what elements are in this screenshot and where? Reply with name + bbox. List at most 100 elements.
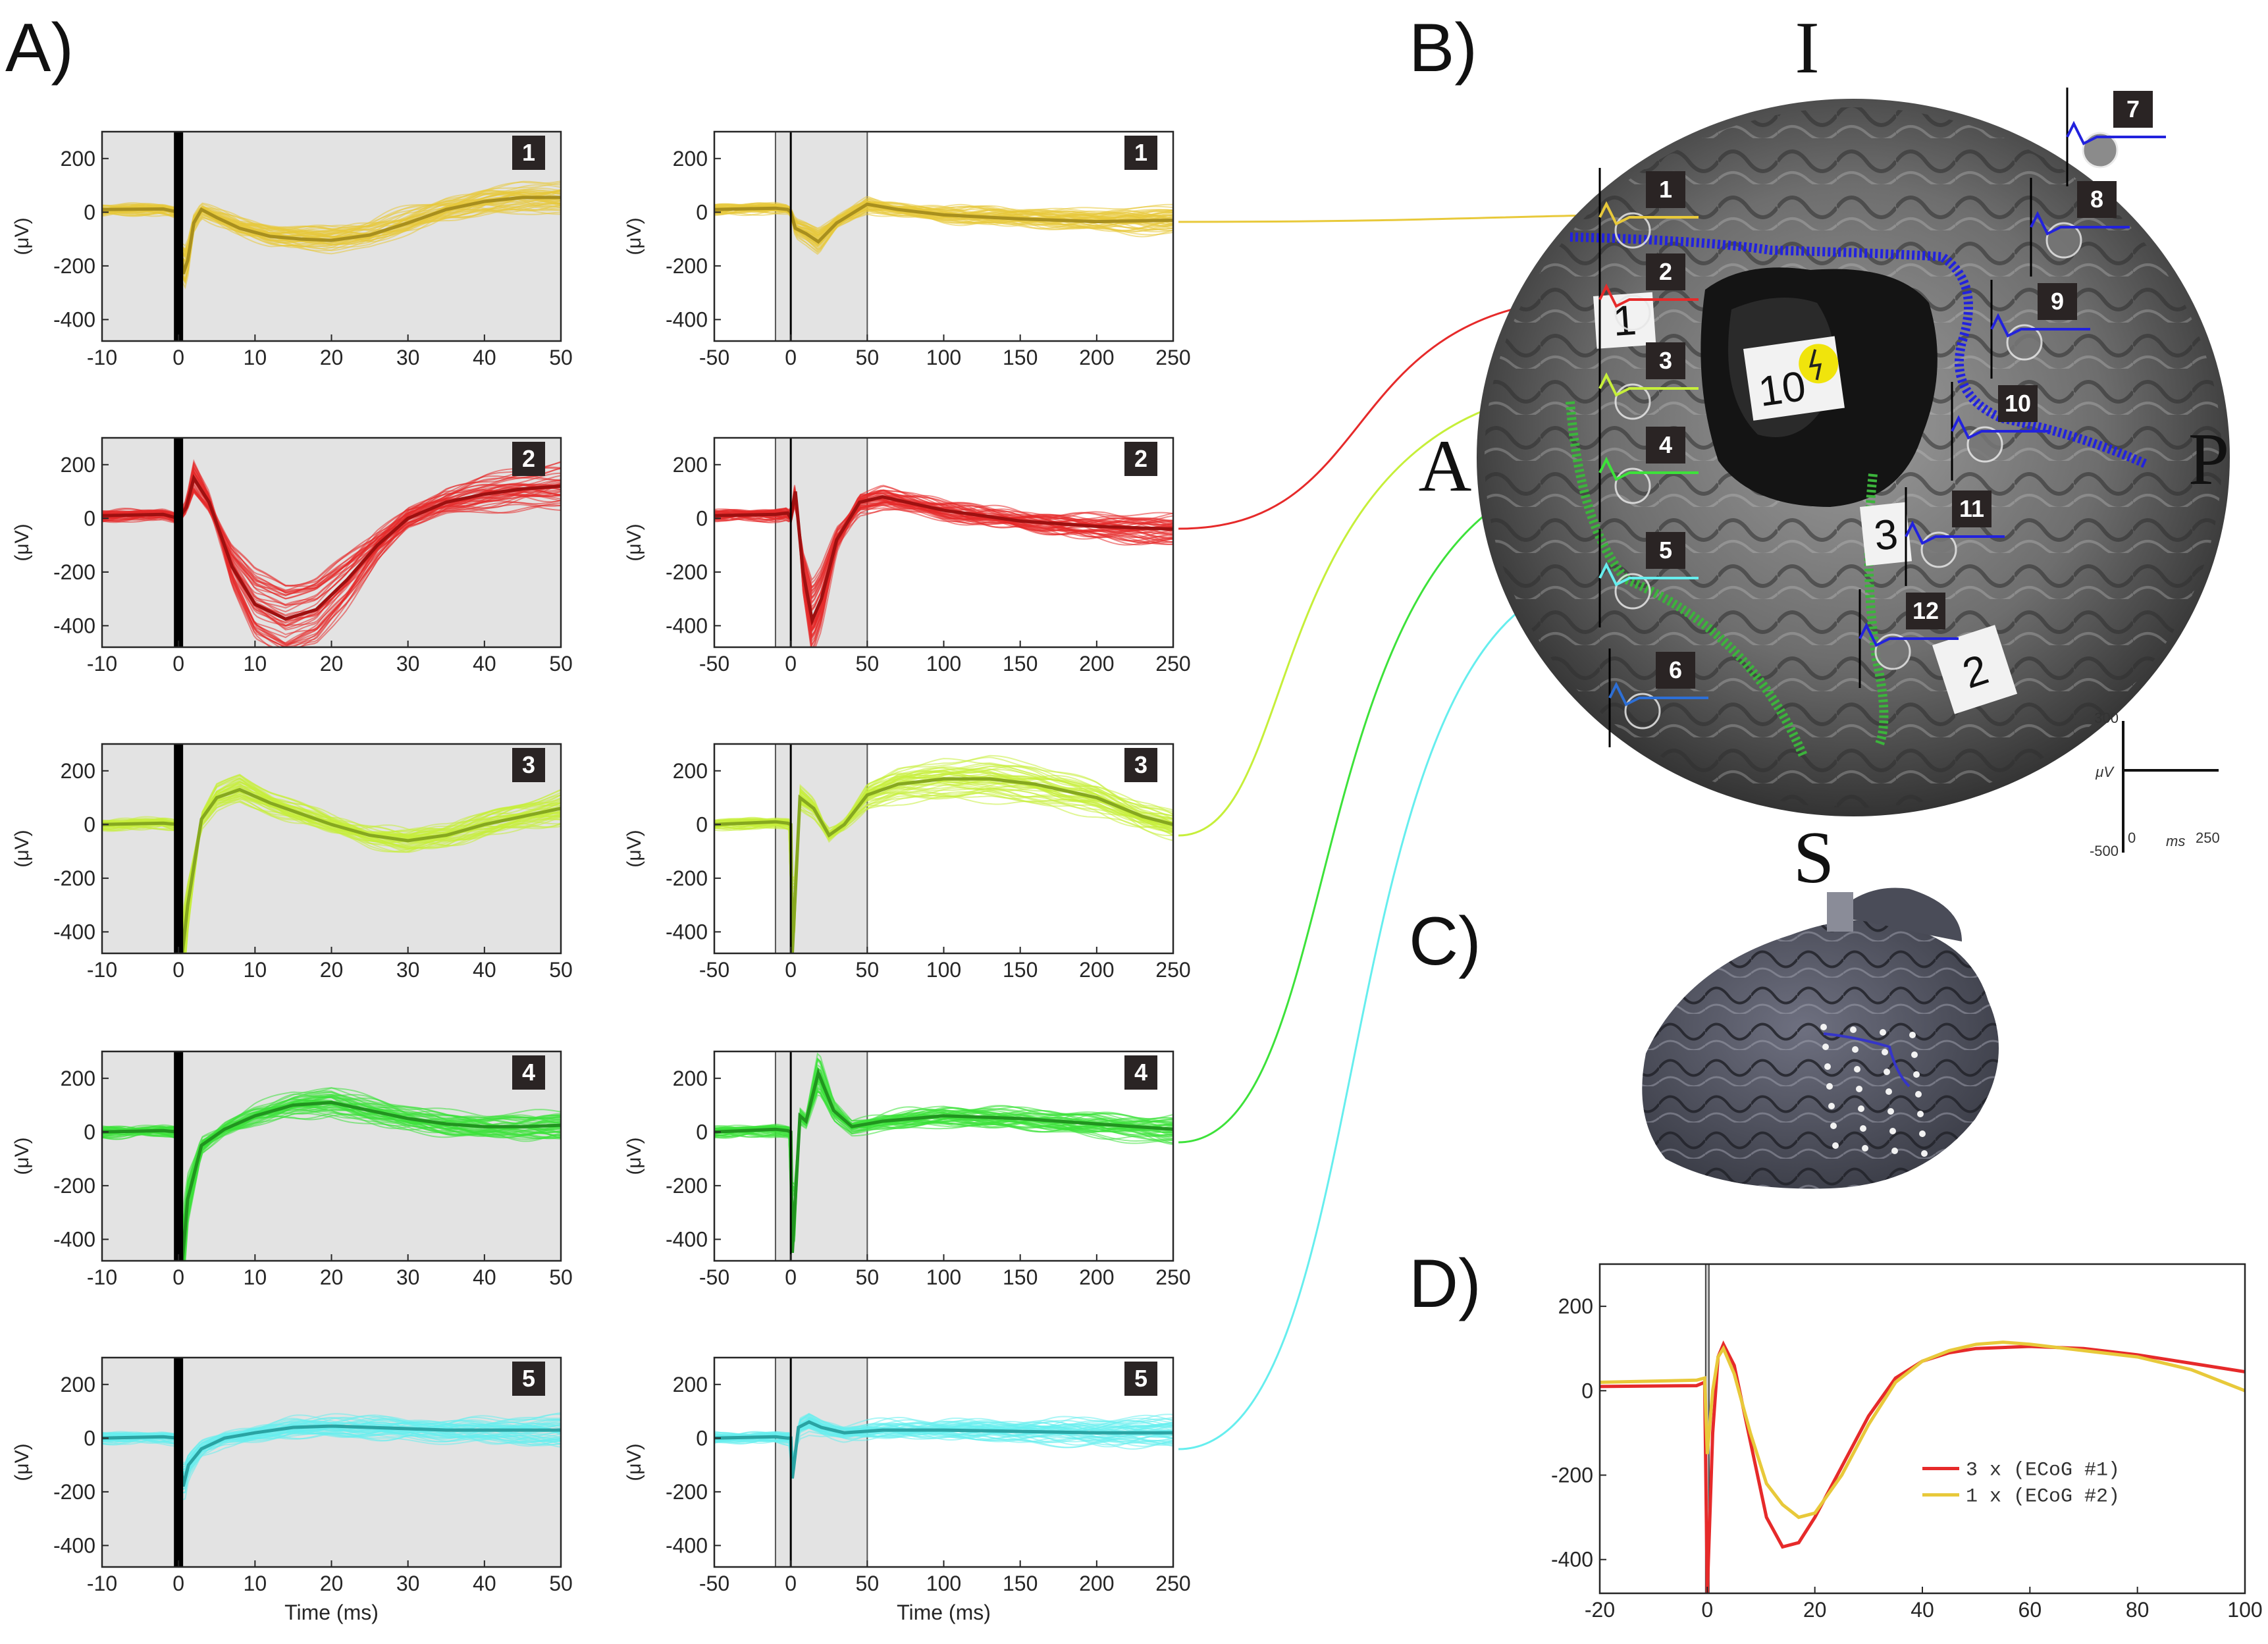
y-axis-label: (μV) <box>11 523 33 561</box>
electrode-badge-label: 11 <box>1959 495 1984 522</box>
channel-badge <box>512 1055 545 1090</box>
y-axis-label: (μV) <box>11 1137 33 1175</box>
analysis-window <box>101 1051 562 1261</box>
channel-badge-label: 3 <box>522 751 535 778</box>
panel-label-c: C) <box>1409 903 1481 980</box>
electrode-badge <box>1998 385 2038 422</box>
scale-top: 300 <box>2094 710 2119 726</box>
stim-electrode-number: 10 <box>1756 362 1809 415</box>
y-tick-label: -200 <box>666 1174 708 1198</box>
y-tick-label: 0 <box>84 200 95 224</box>
photo-electrode-3: 3 <box>1598 339 1699 438</box>
x-tick-label: -10 <box>87 1572 117 1595</box>
x-tick-label: 150 <box>1003 346 1038 369</box>
orientation-bottom: S <box>1793 817 1834 899</box>
y-tick-label: 0 <box>84 506 95 530</box>
x-tick-label: 10 <box>244 958 267 982</box>
mean-trace <box>714 202 1173 244</box>
x-tick-label: 250 <box>1155 1265 1190 1289</box>
y-tick-label: -400 <box>53 614 95 637</box>
ecog-grid-dots <box>1820 1024 1928 1157</box>
photo-electrode-1: 1 <box>1598 168 1699 267</box>
x-tick-label: 250 <box>1155 1572 1190 1595</box>
electrode-badge-label: 12 <box>1912 597 1939 624</box>
x-tick-label: 0 <box>785 652 797 676</box>
x-tick-label: 100 <box>926 1265 961 1289</box>
x-tick-label: -50 <box>699 652 729 676</box>
electrode-trace <box>1951 415 2051 440</box>
y-tick-label: -400 <box>666 307 708 331</box>
scale-unit-t: ms <box>2166 833 2185 849</box>
x-axis-label: Time (ms) <box>897 1601 991 1624</box>
y-tick-label: -400 <box>1551 1548 1593 1572</box>
channel-badge <box>1124 748 1157 782</box>
grid-dot <box>1919 1130 1926 1137</box>
x-tick-label: 50 <box>856 1265 880 1289</box>
y-tick-label: -400 <box>666 920 708 943</box>
scale-unit-v: μV <box>2095 764 2115 780</box>
grid-dot <box>1921 1150 1928 1157</box>
electrode-badge <box>1952 491 1991 527</box>
legend-label: 3 x (ECoG #1) <box>1966 1460 2120 1482</box>
electrode-badge <box>1656 652 1695 689</box>
x-tick-label: 20 <box>320 1265 344 1289</box>
y-tick-label: 0 <box>696 1120 708 1144</box>
x-tick-label: 0 <box>172 652 184 676</box>
electrode-trace <box>1598 456 1699 481</box>
stimulation-electrode-label: 10 <box>1743 336 1845 421</box>
channel-badge-label: 3 <box>1134 751 1147 778</box>
x-tick-label: 20 <box>1803 1598 1827 1622</box>
channel-badge-label: 5 <box>1134 1365 1147 1392</box>
x-tick-label: 150 <box>1003 1265 1038 1289</box>
x-tick-label: 60 <box>2018 1598 2042 1622</box>
y-tick-label: 200 <box>61 1373 95 1396</box>
x-tick-label: 100 <box>926 958 961 982</box>
electrode-badge <box>2113 91 2153 128</box>
y-tick-label: -200 <box>666 1480 708 1504</box>
y-tick-label: -200 <box>53 1174 95 1198</box>
photo-electrode-7: 7 <box>2066 88 2166 186</box>
x-tick-label: 50 <box>856 1572 880 1595</box>
grid-dot <box>1828 1103 1835 1109</box>
grid-dot <box>1850 1026 1857 1033</box>
x-tick-label: 30 <box>396 1572 420 1595</box>
y-tick-label: 200 <box>61 453 95 477</box>
electrode-trace <box>1608 681 1708 706</box>
y-axis-label: (μV) <box>623 830 645 867</box>
x-tick-label: -50 <box>699 346 729 369</box>
mean-trace <box>714 1420 1173 1479</box>
electrode-trace <box>1598 283 1699 308</box>
x-tick-label: 200 <box>1079 652 1114 676</box>
y-tick-label: -200 <box>53 254 95 278</box>
channel-badge <box>1124 1362 1157 1396</box>
x-tick-label: 250 <box>1155 652 1190 676</box>
photo-electrode-9: 9 <box>1990 280 2090 379</box>
electrode-badge-label: 5 <box>1659 537 1672 564</box>
x-tick-label: 150 <box>1003 958 1038 982</box>
y-axis-label: (μV) <box>623 1137 645 1175</box>
x-axis-label: Time (ms) <box>284 1601 379 1624</box>
grid-dot <box>1886 1088 1892 1095</box>
y-tick-label: 0 <box>84 1426 95 1450</box>
grid-dot <box>1887 1108 1894 1115</box>
connector-ch5 <box>1178 577 1607 1450</box>
electrode-trace <box>1598 201 1699 226</box>
channel-badge-label: 4 <box>522 1059 535 1086</box>
x-tick-label: -50 <box>699 1572 729 1595</box>
y-tick-label: -400 <box>53 1227 95 1251</box>
grid-dot <box>1858 1105 1864 1112</box>
scale-bottom: -500 <box>2090 843 2119 859</box>
x-tick-label: 50 <box>549 1265 573 1289</box>
electrode-badge <box>1906 593 1945 629</box>
scale-zero: 0 <box>2128 830 2136 846</box>
x-tick-label: 10 <box>244 1265 267 1289</box>
y-tick-label: 200 <box>61 759 95 783</box>
mean-trace <box>714 777 1173 953</box>
electrode-contact <box>1874 633 1911 670</box>
channel-badge-label: 2 <box>1134 445 1147 472</box>
